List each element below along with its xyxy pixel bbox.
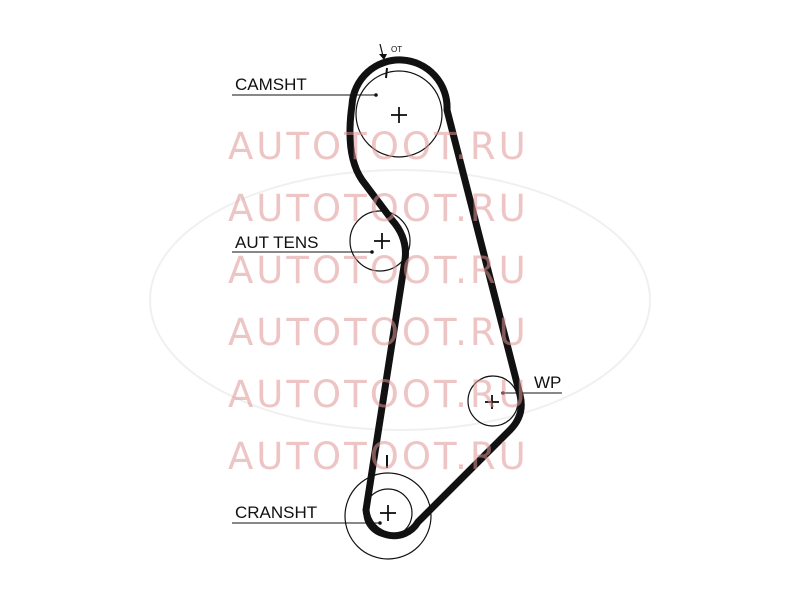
watermark-text: AUTOTOOT.RU — [228, 249, 529, 292]
timing-mark-label: OT — [391, 45, 402, 54]
watermark-text: AUTOTOOT.RU — [228, 435, 529, 478]
crankshaft-pulley-outer — [344, 472, 432, 560]
crankshaft-leader-dot — [378, 521, 382, 525]
water-pump-label: WP — [534, 373, 561, 392]
camshaft-center-icon — [391, 107, 407, 123]
crankshaft-pulley-inner — [363, 488, 413, 538]
watermark-text: AUTOTOOT.RU — [228, 311, 529, 354]
ot-arrowhead-icon — [379, 54, 387, 60]
water-pump-center-icon — [485, 395, 499, 409]
water-pump-pulley — [467, 375, 519, 427]
tensioner-center-icon — [374, 233, 390, 249]
background-logo-icon — [149, 169, 651, 431]
camshaft-label: CAMSHT — [235, 75, 307, 94]
tensioner-pulley — [349, 210, 411, 272]
watermark-text: AUTOTOOT.RU — [228, 187, 529, 230]
crankshaft-label: CRANSHT — [235, 503, 317, 522]
watermark-text: AUTOTOOT.RU — [228, 373, 529, 416]
tensioner-label: AUT TENS — [235, 233, 318, 252]
crankshaft-center-icon — [380, 505, 396, 521]
camshaft-pulley — [355, 70, 443, 158]
camshaft-leader-dot — [374, 93, 378, 97]
water-pump-leader-dot — [501, 391, 505, 395]
tensioner-leader-dot — [370, 250, 374, 254]
camshaft-timing-mark — [385, 67, 388, 79]
timing-belt — [346, 56, 525, 540]
watermark-text: AUTOTOOT.RU — [228, 125, 529, 168]
